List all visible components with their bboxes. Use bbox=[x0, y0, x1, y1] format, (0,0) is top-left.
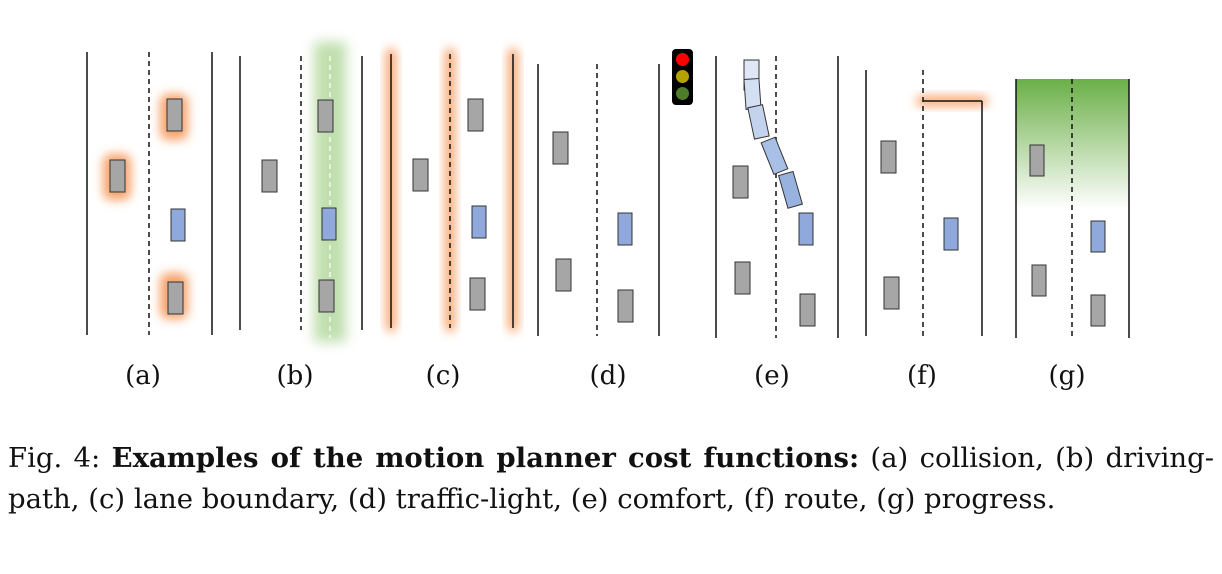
other-vehicle bbox=[467, 98, 484, 132]
ego-trajectory bbox=[743, 59, 803, 209]
other-vehicle bbox=[1031, 264, 1047, 297]
trajectory-pose bbox=[743, 77, 762, 110]
figure-caption: Fig. 4: Examples of the motion planner c… bbox=[8, 438, 1214, 520]
ego-vehicle bbox=[943, 217, 959, 251]
trajectory-pose bbox=[777, 170, 803, 209]
other-vehicle bbox=[1029, 144, 1045, 177]
ego-vehicle bbox=[170, 208, 186, 242]
panel-label-e: (e) bbox=[754, 361, 790, 391]
other-vehicle bbox=[261, 159, 278, 193]
other-vehicle bbox=[166, 98, 183, 132]
other-vehicle bbox=[880, 140, 897, 174]
panel-g-progress bbox=[1015, 79, 1130, 338]
other-vehicle bbox=[555, 258, 572, 292]
other-vehicle bbox=[799, 293, 816, 327]
panel-b-driving-path bbox=[239, 42, 363, 342]
caption-body: (a) collision, (b) driving-path, (c) lan… bbox=[8, 442, 1215, 515]
ego-vehicle bbox=[798, 212, 814, 246]
other-vehicle bbox=[412, 158, 429, 192]
panel-a-collision bbox=[86, 52, 213, 335]
traffic-light-icon bbox=[672, 49, 693, 105]
other-vehicle bbox=[734, 261, 751, 295]
trajectory-pose bbox=[747, 104, 770, 140]
panel-label-c: (c) bbox=[426, 361, 461, 391]
panel-f-route bbox=[865, 70, 988, 336]
other-vehicle bbox=[469, 277, 486, 311]
other-vehicle bbox=[1090, 294, 1106, 327]
cost-function-figure: (a) (b) (c) (d) (e) (f) (g) bbox=[86, 42, 1130, 391]
other-vehicle bbox=[109, 159, 126, 193]
panel-label-d: (d) bbox=[590, 361, 627, 391]
caption-prefix: Fig. 4: bbox=[8, 442, 112, 474]
panel-e-comfort bbox=[715, 56, 839, 338]
other-vehicle bbox=[167, 281, 184, 315]
other-vehicle bbox=[318, 279, 335, 313]
panel-label-f: (f) bbox=[907, 361, 937, 391]
ego-vehicle bbox=[617, 212, 633, 246]
panel-label-b: (b) bbox=[277, 361, 314, 391]
other-vehicle bbox=[732, 165, 749, 199]
panel-label-g: (g) bbox=[1049, 361, 1086, 391]
other-vehicle bbox=[617, 289, 634, 323]
panel-label-a: (a) bbox=[125, 361, 161, 391]
trajectory-pose bbox=[760, 136, 789, 176]
panel-d-traffic-light bbox=[537, 49, 693, 336]
ego-vehicle bbox=[471, 205, 487, 239]
other-vehicle bbox=[883, 276, 900, 310]
ego-vehicle bbox=[1090, 220, 1106, 253]
ego-vehicle bbox=[321, 207, 337, 241]
panel-c-lane-boundary bbox=[386, 48, 518, 332]
other-vehicle bbox=[317, 99, 334, 133]
other-vehicle bbox=[552, 131, 569, 165]
caption-title: Examples of the motion planner cost func… bbox=[111, 442, 860, 474]
